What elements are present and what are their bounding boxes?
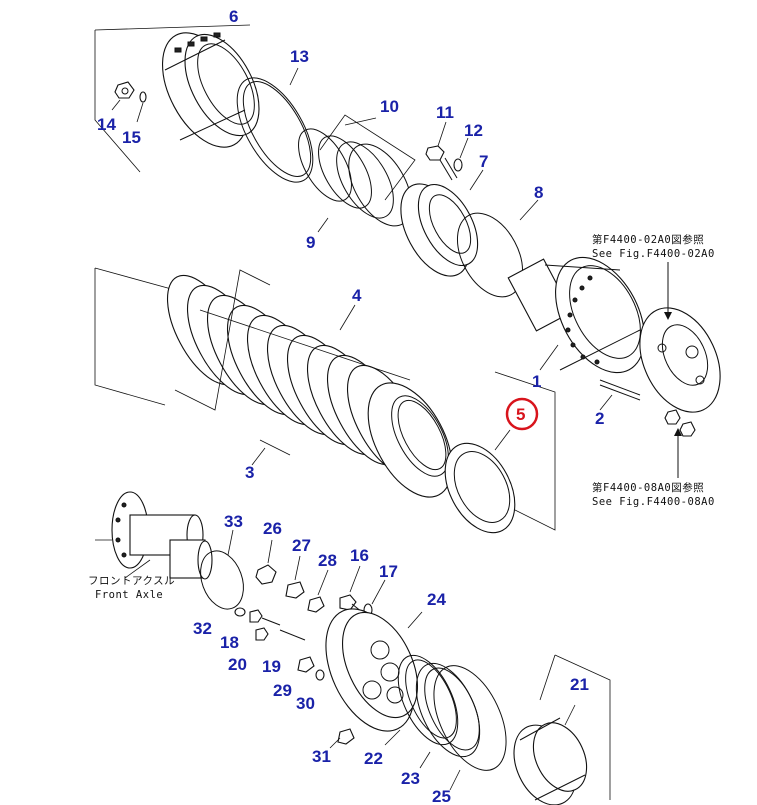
callout-26: 26	[263, 519, 282, 538]
callout-18: 18	[220, 633, 239, 652]
callout-3: 3	[245, 463, 254, 482]
ref-bottom-jp: 第F4400-08A0図参照	[592, 481, 704, 494]
callout-7: 7	[479, 152, 488, 171]
frame-lines	[94, 24, 611, 800]
part-29-plug	[297, 656, 315, 673]
part-33-ring	[200, 529, 244, 610]
part-6-drum	[161, 32, 260, 148]
part-11-bolt	[425, 121, 458, 181]
callout-19: 19	[262, 657, 281, 676]
callout-33: 33	[224, 512, 243, 531]
callout-14: 14	[97, 115, 116, 134]
callout-30: 30	[296, 694, 315, 713]
callout-6: 6	[229, 7, 238, 26]
callout-28: 28	[318, 551, 337, 570]
part-20-plug	[255, 627, 269, 641]
part-12-washer	[453, 137, 469, 172]
callout-32: 32	[193, 619, 212, 638]
part-26-fitting	[255, 564, 277, 585]
part-30-washer	[315, 669, 325, 681]
front-axle-en: Front Axle	[95, 589, 163, 601]
callout-25: 25	[432, 787, 451, 805]
part-13-snap-ring	[236, 67, 314, 183]
part-18-plug	[249, 609, 263, 623]
disc-pack	[166, 269, 453, 498]
callout-10: 10	[380, 97, 399, 116]
reference-notes: 第F4400-02A0図参照 See Fig.F4400-02A0 第F4400…	[88, 233, 715, 601]
callout-15: 15	[122, 128, 141, 147]
part-14-nut	[111, 81, 135, 111]
front-axle-jp: フロントアクスル	[88, 575, 175, 587]
callout-12: 12	[464, 121, 483, 140]
part-23-ring	[415, 662, 481, 769]
ref-bottom-en: See Fig.F4400-08A0	[592, 496, 715, 508]
callout-29: 29	[273, 681, 292, 700]
callout-11: 11	[436, 103, 454, 122]
callout-13: 13	[290, 47, 309, 66]
callout-16: 16	[350, 546, 369, 565]
ref-top-en: See Fig.F4400-02A0	[592, 248, 715, 260]
part-7-piston	[400, 169, 484, 277]
callout-17: 17	[379, 562, 398, 581]
part-5-highlight-circle	[505, 397, 539, 431]
part-24-carrier	[325, 608, 423, 732]
part-8-o-ring	[456, 199, 539, 298]
callout-1: 1	[532, 372, 541, 391]
part-21-ring-gear	[513, 704, 588, 805]
part-32-oring	[234, 607, 246, 617]
callout-5: 5	[516, 405, 525, 424]
front-axle-shaft	[95, 491, 213, 580]
small-fittings	[234, 539, 386, 749]
callout-22: 22	[364, 749, 383, 768]
part-2-stud	[599, 379, 641, 411]
part-1-housing	[507, 256, 645, 374]
callout-2: 2	[595, 409, 604, 428]
part-31-bolt	[337, 728, 355, 745]
part-5-thrust-washer	[444, 397, 539, 534]
part-16-bolt	[339, 594, 357, 611]
callout-27: 27	[292, 536, 311, 555]
ref-top-jp: 第F4400-02A0図参照	[592, 233, 704, 246]
part-15-washer	[136, 91, 147, 123]
callout-20: 20	[228, 655, 247, 674]
part-25-ring	[433, 665, 507, 791]
callout-23: 23	[401, 769, 420, 788]
callout-21: 21	[570, 675, 589, 694]
part-27-fitting	[285, 581, 305, 599]
callout-numbers: 6 13 10 11 12 14 15 7 8 9 4 1 2 5 3 33 2…	[97, 7, 604, 805]
callout-31: 31	[312, 747, 331, 766]
callout-8: 8	[534, 183, 543, 202]
side-flange	[639, 262, 721, 478]
part-28-plug	[307, 596, 325, 613]
callout-9: 9	[306, 233, 315, 252]
part-22-ring	[384, 654, 459, 746]
callout-4: 4	[352, 286, 362, 305]
callout-24: 24	[427, 590, 446, 609]
